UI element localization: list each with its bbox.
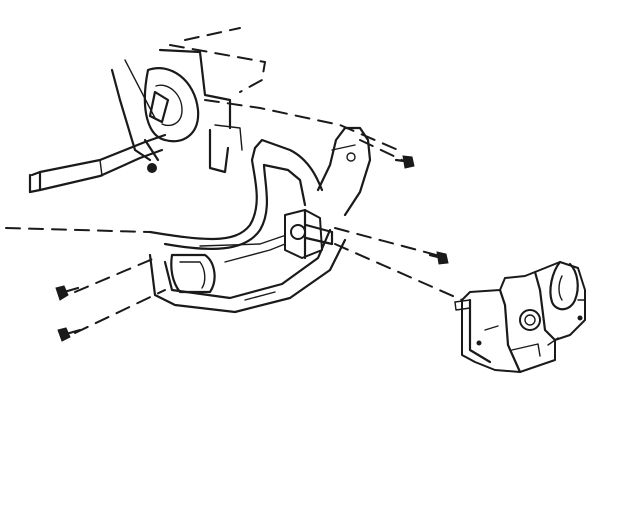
control-arm-bracket bbox=[454, 260, 586, 374]
vehicle-frame-rail bbox=[110, 27, 399, 174]
bolt-left-upper bbox=[55, 285, 80, 301]
lower-control-arm bbox=[148, 126, 372, 314]
bolt-top-right bbox=[394, 155, 415, 169]
centerline bbox=[5, 227, 151, 233]
steering-link bbox=[28, 133, 167, 194]
mounting-bolt bbox=[55, 155, 449, 342]
bolt-alignment-lines bbox=[74, 139, 463, 334]
control-arm-bushing bbox=[284, 208, 334, 260]
bolt-mid-right bbox=[428, 251, 449, 265]
bolt-left-lower bbox=[57, 327, 82, 342]
